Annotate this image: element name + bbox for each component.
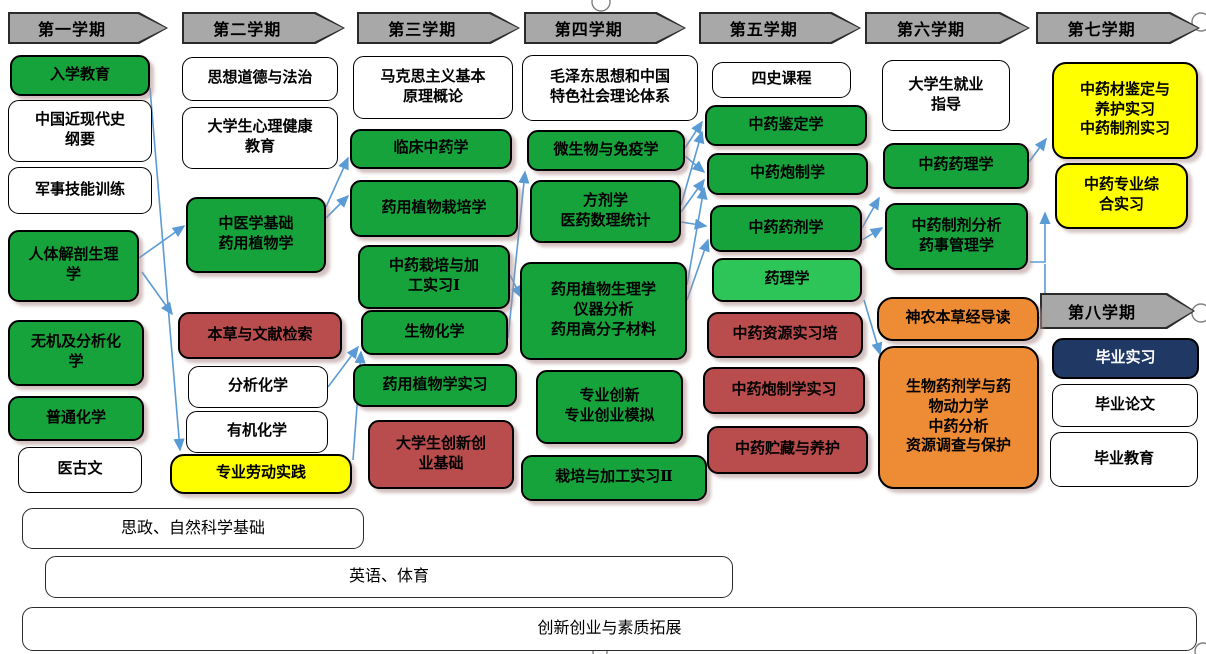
semester-header: 第二学期 [182,12,345,44]
semester-header: 第五学期 [699,12,861,44]
course-box: 中药炮制学 [707,153,868,195]
connector-circle [1194,642,1206,654]
course-box: 普通化学 [8,396,144,441]
flow-arrow [680,218,708,230]
flow-arrow [138,225,186,259]
semester-header-label: 第五学期 [701,14,859,42]
flow-arrow [686,238,710,301]
course-box: 中药专业综 合实习 [1055,163,1188,229]
course-box: 生物药剂学与药 物动力学 中药分析 资源调查与保护 [878,346,1039,489]
flow-arrow [686,186,708,286]
course-box: 马克思主义基本 原理概论 [353,56,513,119]
semester-header: 第三学期 [357,12,520,44]
semester-header: 第七学期 [1036,12,1200,44]
course-box: 人体解剖生理 学 [8,230,139,302]
course-box: 大学生创新创 业基础 [368,420,514,489]
course-box: 中药贮藏与养护 [707,426,868,474]
semester-header-label: 第三学期 [359,14,518,42]
flow-arrow [325,156,349,208]
semester-header: 第四学期 [524,12,686,44]
flow-arrow [1030,211,1051,263]
course-box: 中国近现代史 纲要 [8,100,152,162]
course-box: 毕业实习 [1052,338,1199,379]
flow-arrow [684,155,706,174]
course-box: 中药鉴定学 [705,105,867,146]
flow-arrow [327,345,359,388]
course-box: 药用植物栽培学 [350,180,518,237]
course-box: 专业劳动实践 [170,454,352,494]
course-box: 生物化学 [361,310,508,355]
course-box: 毕业论文 [1052,384,1198,427]
course-box: 药用植物学实习 [353,364,517,407]
flow-arrow [680,178,705,213]
category-band-box: 思政、自然科学基础 [22,508,364,549]
course-box: 栽培与加工实习Ⅱ [521,455,707,501]
course-box: 中药制剂分析 药事管理学 [885,203,1028,270]
course-box: 大学生心理健康 教育 [182,107,338,169]
course-box: 药理学 [712,258,862,302]
semester-header-label: 第二学期 [184,14,343,42]
semester-header: 第六学期 [865,12,1030,44]
category-band-box: 英语、体育 [45,556,733,598]
course-box: 药用植物生理学 仪器分析 药用高分子材料 [520,262,687,360]
course-box: 毕业教育 [1050,432,1198,487]
course-box: 医古文 [18,447,142,493]
flow-arrow [1028,137,1047,163]
course-box: 临床中药学 [350,129,512,169]
semester-header: 第八学期 [1040,293,1195,329]
course-box: 专业创新 专业创业模拟 [536,370,683,444]
course-box: 中药炮制学实习 [703,367,865,414]
flow-arrow [680,130,705,206]
semester-header-label: 第八学期 [1042,295,1193,327]
flow-arrow [325,194,350,219]
semester-header-label: 第七学期 [1038,14,1198,42]
flow-arrow [149,87,185,452]
course-box: 神农本草经导读 [877,297,1039,341]
flow-arrow [861,227,884,241]
course-box: 中药材鉴定与 养护实习 中药制剂实习 [1052,62,1198,159]
semester-header-label: 第一学期 [10,14,166,42]
course-box: 无机及分析化 学 [8,320,144,386]
course-box: 中药药理学 [883,143,1029,189]
course-box: 军事技能训练 [8,167,152,214]
course-box: 中药栽培与加 工实习Ⅰ [358,245,510,309]
course-box: 四史课程 [712,62,851,98]
course-box: 中药资源实习培 [707,312,863,358]
course-box: 入学教育 [10,55,150,96]
flow-arrow [863,299,883,356]
flow-arrow [141,271,173,316]
flow-arrow [684,120,703,149]
connector-circle [1191,303,1206,323]
flow-arrow [861,196,880,229]
course-box: 有机化学 [186,411,328,453]
course-box: 大学生就业 指导 [882,60,1010,131]
course-box: 中药药剂学 [710,205,862,252]
flow-arrow [509,274,522,299]
semester-header-label: 第四学期 [526,14,684,42]
course-box: 中医学基础 药用植物学 [186,197,326,273]
semester-header: 第一学期 [8,12,168,44]
course-box: 方剂学 医药数理统计 [530,180,681,243]
course-box: 本草与文献检索 [178,312,342,359]
semester-header-label: 第六学期 [867,14,1028,42]
category-band-box: 创新创业与素质拓展 [22,607,1197,651]
course-box: 毛泽东思想和中国 特色社会理论体系 [522,55,698,121]
flow-arrow [507,170,530,339]
course-box: 微生物与免疫学 [527,130,685,171]
course-box: 分析化学 [188,366,328,408]
connector-circle [591,0,611,12]
course-box: 思想道德与法治 [182,57,338,101]
